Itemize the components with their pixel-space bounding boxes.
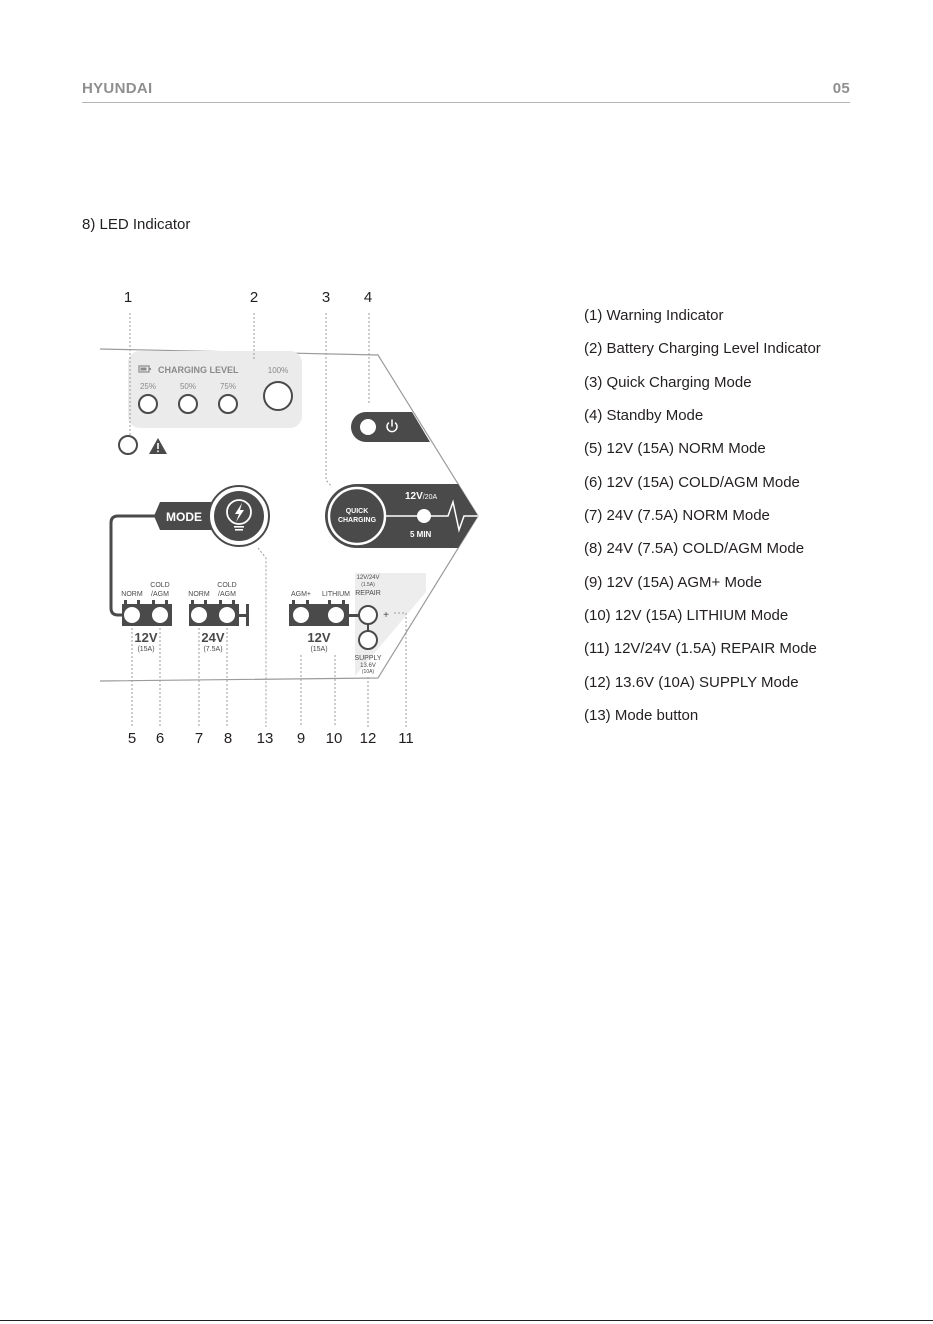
legend-item: (5) 12V (15A) NORM Mode [584,440,766,458]
level-25-label: 25% [140,382,156,391]
repair-voltage-label: 12V/24V [356,575,379,581]
callout-9: 9 [297,730,305,747]
repair-supply-area [355,573,426,676]
charging-level-label: CHARGING LEVEL [158,365,239,375]
supply-voltage-label: 13.6V [360,663,376,669]
legend-item: (1) Warning Indicator [584,307,724,324]
pulse-line-icon [385,499,478,533]
callout-6: 6 [156,730,164,747]
current-75a-label: (7.5A) [203,646,222,653]
mode-connector [109,514,155,617]
repair-plus-label: + [383,610,389,621]
warning-icon [149,438,167,454]
legend-item: (6) 12V (15A) COLD/AGM Mode [584,473,800,491]
led-level-50 [178,394,198,414]
agm-12v-label: /AGM [151,591,169,598]
led-panel-diagram: CHARGING LEVEL 25% 50% 75% 100% QUICK CH… [99,289,479,747]
quick-time-label: 5 MIN [410,530,432,539]
lithium-label: LITHIUM [322,591,350,598]
legend-item: (7) 24V (7.5A) NORM Mode [584,507,770,525]
voltage-24v-label: 24V [201,630,224,645]
callout-11: 11 [398,730,414,747]
level-50-label: 50% [180,382,196,391]
bottom-rule [0,1320,933,1321]
charging-label: CHARGING [338,517,377,524]
led-standby [360,419,376,435]
legend-item: (11) 12V/24V (1.5A) REPAIR Mode [584,640,817,658]
callout-5: 5 [128,730,136,747]
supply-current-label: (10A) [362,669,375,675]
quick-voltage-label: 12V/20A [405,491,438,502]
charging-level-panel [128,351,302,428]
callout-2: 2 [250,289,258,306]
legend-item: (4) Standby Mode [584,407,704,425]
legend-item: (8) 24V (7.5A) COLD/AGM Mode [584,540,805,558]
callout-numbers: 1 2 3 4 5 6 7 8 13 9 10 12 11 [124,289,414,747]
norm-24v-label: NORM [188,591,210,598]
repair-label: REPAIR [355,590,381,597]
agm-plus-label: AGM+ [291,591,311,598]
led-24v-cold-agm [219,607,235,623]
current-15a-label: (15A) [137,646,154,653]
callout-8: 8 [224,730,232,747]
voltage-12v-b-label: 12V [307,630,330,645]
legend-item: (12) 13.6V (10A) SUPPLY Mode [584,673,799,691]
led-12v-norm [124,607,140,623]
callout-7: 7 [195,730,203,747]
leader-lines [129,313,407,727]
callout-4: 4 [364,289,372,306]
battery-icon [138,365,151,373]
supply-label: SUPPLY [354,655,381,662]
level-75-label: 75% [220,382,236,391]
legend-item: (10) 12V (15A) LITHIUM Mode [584,607,789,625]
power-icon [386,419,398,433]
led-level-100 [263,381,293,411]
callout-3: 3 [322,289,330,306]
led-supply [358,630,378,650]
quick-charging-button-ring [327,486,387,546]
repair-current-label: (1.5A) [361,582,375,588]
legend-item: (13) Mode button [584,707,699,725]
level-100-label: 100% [268,366,288,375]
callout-12: 12 [360,730,377,747]
agm-24v-label: /AGM [218,591,236,598]
led-level-25 [138,394,158,414]
header-rule [82,102,850,103]
cold-24v-label: COLD [217,582,236,589]
page-number: 05 [832,80,850,97]
current-15a-b-label: (15A) [310,646,327,653]
led-12v-cold-agm [152,607,168,623]
led-quick-charging [417,509,431,523]
bulb-icon [226,499,252,531]
mode-label: MODE [166,510,202,524]
callout-10: 10 [326,730,343,747]
legend-item: (9) 12V (15A) AGM+ Mode [584,573,762,591]
led-24v-norm [191,607,207,623]
cold-12v-label: COLD [150,582,169,589]
led-agm-plus [293,607,309,623]
section-title: 8) LED Indicator [82,216,191,233]
quick-label: QUICK [346,508,369,515]
header-brand: HYUNDAI [82,80,153,97]
callout-13: 13 [257,730,274,747]
led-repair [358,605,378,625]
legend-list: (1) Warning Indicator (2) Battery Chargi… [584,306,821,739]
norm-12v-label: NORM [121,591,143,598]
led-level-75 [218,394,238,414]
legend-item: (2) Battery Charging Level Indicator [584,340,821,358]
led-lithium [328,607,344,623]
led-warning [118,435,138,455]
callout-1: 1 [124,289,132,306]
legend-item: (3) Quick Charging Mode [584,373,752,391]
voltage-12v-label: 12V [134,630,157,645]
